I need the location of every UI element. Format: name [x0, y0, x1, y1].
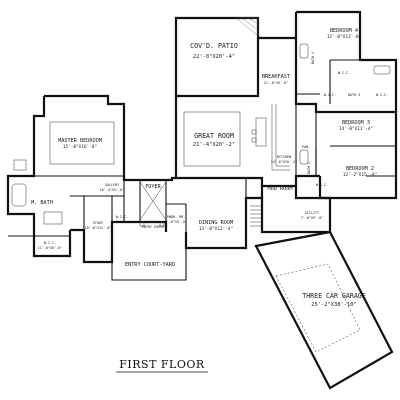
kitchen-counter	[271, 104, 290, 171]
utility-wall	[260, 186, 332, 234]
bath3-tub	[373, 65, 391, 75]
patio-fireplace	[235, 17, 259, 37]
patio-outline	[174, 16, 260, 98]
study-wall	[70, 220, 124, 264]
bath-4-label: BATH 4	[311, 52, 315, 64]
wic-3-label: W.I.C.	[324, 93, 336, 97]
dining-wall	[184, 186, 264, 250]
study-label: STUDY	[93, 221, 103, 225]
bedroom-4-label: BEDROOM 4	[330, 28, 358, 34]
pwdr-rm-dim: 6'-0"X5'-6"	[165, 220, 187, 224]
garage-dim: 25'-2"X38'-10"	[311, 302, 356, 308]
pwdr-rm-label: PWDR. RM.	[167, 215, 185, 219]
wic-4-label: W.I.C.	[338, 71, 350, 75]
gallery-label: GALLERY	[105, 183, 119, 187]
covd-patio-dim: 22'-0"X20'-4"	[193, 54, 235, 60]
utility-dim: 7'-0"X9'-0"	[301, 216, 323, 220]
master-ceiling	[49, 121, 115, 165]
garage-outline	[254, 230, 394, 390]
master-bedroom-dim: 15'-0"X16'-0"	[63, 144, 97, 150]
dining-room-label: DINING ROOM	[199, 220, 233, 226]
bath-3-label: BATH 3	[348, 93, 360, 97]
right-wing-wall	[294, 94, 398, 200]
breakfast-dim: 11'-0"X9'-6"	[264, 81, 289, 85]
covd-patio-label: COV'D. PATIO	[190, 42, 238, 50]
gallery-dim: 16'-4"X5'-6"	[100, 188, 125, 192]
bath4-tub	[299, 43, 309, 59]
utility-label: UTILITY	[305, 211, 319, 215]
wic-study-label: W.I.C.	[116, 215, 128, 219]
bedroom-3-dim: 14'-0"X11'-4"	[339, 126, 373, 132]
stairs	[250, 205, 262, 227]
plan-title: FIRST FLOOR	[119, 358, 205, 371]
bedroom-4-dim: 12'-0"X13'-0"	[327, 34, 361, 40]
bedroom-2-dim: 12'-2"X15'-8"	[343, 172, 377, 178]
master-tub	[11, 183, 27, 207]
bath2-tub	[299, 149, 309, 165]
great-room-wall	[174, 96, 320, 188]
wic-master-label: W.I.C.	[44, 241, 56, 245]
breakfast-label: BREAKFAST	[262, 74, 290, 80]
exterior-walls	[6, 10, 398, 390]
wic-master-dim: 11'-0"X6'-0"	[38, 246, 63, 250]
great-room-label: GREAT ROOM	[194, 132, 234, 140]
entry-courtyard-label: ENTRY COURT-YARD	[125, 262, 175, 268]
bath-2-label: BATH 2	[307, 162, 311, 174]
entry-porch-label: ENTRY PORCH	[142, 225, 164, 229]
kitchen-dim: 14'-6"X20'-2"	[271, 160, 298, 164]
master-shower	[43, 211, 63, 225]
entry-courtyard-outline	[111, 248, 187, 281]
master-bedroom-label: MASTER BEDROOM	[58, 138, 102, 144]
fixtures	[11, 17, 391, 353]
garage-label: THREE CAR GARAGE	[302, 292, 366, 300]
garage-bays	[275, 263, 361, 353]
mud-room-label: MUD ROOM	[268, 186, 293, 192]
great-room-dim: 21'-4"X20'-2"	[193, 142, 235, 148]
foyer-label: FOYER	[145, 184, 161, 190]
dining-room-dim: 13'-0"X12'-4"	[199, 226, 233, 232]
pantry-label: PAN.	[302, 145, 310, 149]
kitchen-island	[255, 117, 267, 147]
wic-2-label: W.I.C.	[316, 183, 328, 187]
wic-3b-label: W.I.C.	[376, 93, 388, 97]
great-room-ceiling	[183, 111, 241, 167]
bedroom-3-label: BEDROOM 3	[342, 120, 370, 126]
master-wall-left	[6, 96, 72, 258]
room-labels: COV'D. PATIO 22'-0"X20'-4" BEDROOM 4 12'…	[31, 28, 388, 308]
master-vanity	[13, 159, 27, 171]
kitchen-label: KITCHEN	[277, 155, 291, 159]
master-wall-top	[44, 94, 176, 182]
interior-walls	[8, 59, 396, 237]
study-dim: 10'-6"X12'-0"	[85, 226, 112, 230]
m-bath-label: M. BATH	[31, 200, 53, 206]
bedroom-2-label: BEDROOM 2	[346, 166, 374, 172]
breakfast-wall	[258, 36, 298, 94]
